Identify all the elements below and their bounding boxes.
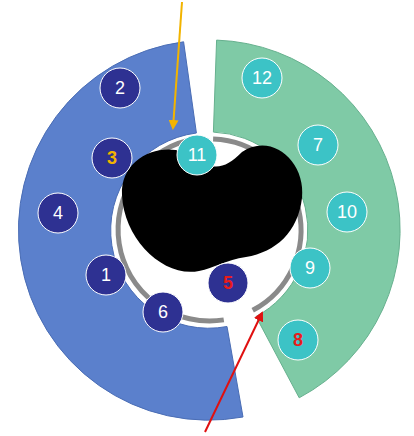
callout-number: 4: [37, 192, 79, 234]
numbered-circle: 10: [326, 191, 368, 233]
callout-number: 5: [207, 262, 249, 304]
callout-number: 2: [99, 67, 141, 109]
numbered-circle: 1: [85, 254, 127, 296]
numbered-circle: 11: [176, 134, 218, 176]
numbered-circle: 3: [91, 137, 133, 179]
callout-number: 10: [326, 191, 368, 233]
callout-number: 6: [142, 291, 184, 333]
numbered-circle: 5: [207, 262, 249, 304]
callout-number: 8: [277, 319, 319, 361]
numbered-circle: 2: [99, 67, 141, 109]
red-arrow: [205, 313, 262, 432]
callout-number: 3: [91, 137, 133, 179]
callout-number: 7: [297, 124, 339, 166]
callout-number: 9: [289, 247, 331, 289]
yellow-arrow: [173, 2, 182, 128]
numbered-circle: 6: [142, 291, 184, 333]
callout-number: 11: [176, 134, 218, 176]
numbered-circle: 9: [289, 247, 331, 289]
numbered-circle: 4: [37, 192, 79, 234]
numbered-circle: 8: [277, 319, 319, 361]
numbered-circle: 7: [297, 124, 339, 166]
callout-number: 12: [241, 57, 283, 99]
numbered-circle: 12: [241, 57, 283, 99]
callout-number: 1: [85, 254, 127, 296]
